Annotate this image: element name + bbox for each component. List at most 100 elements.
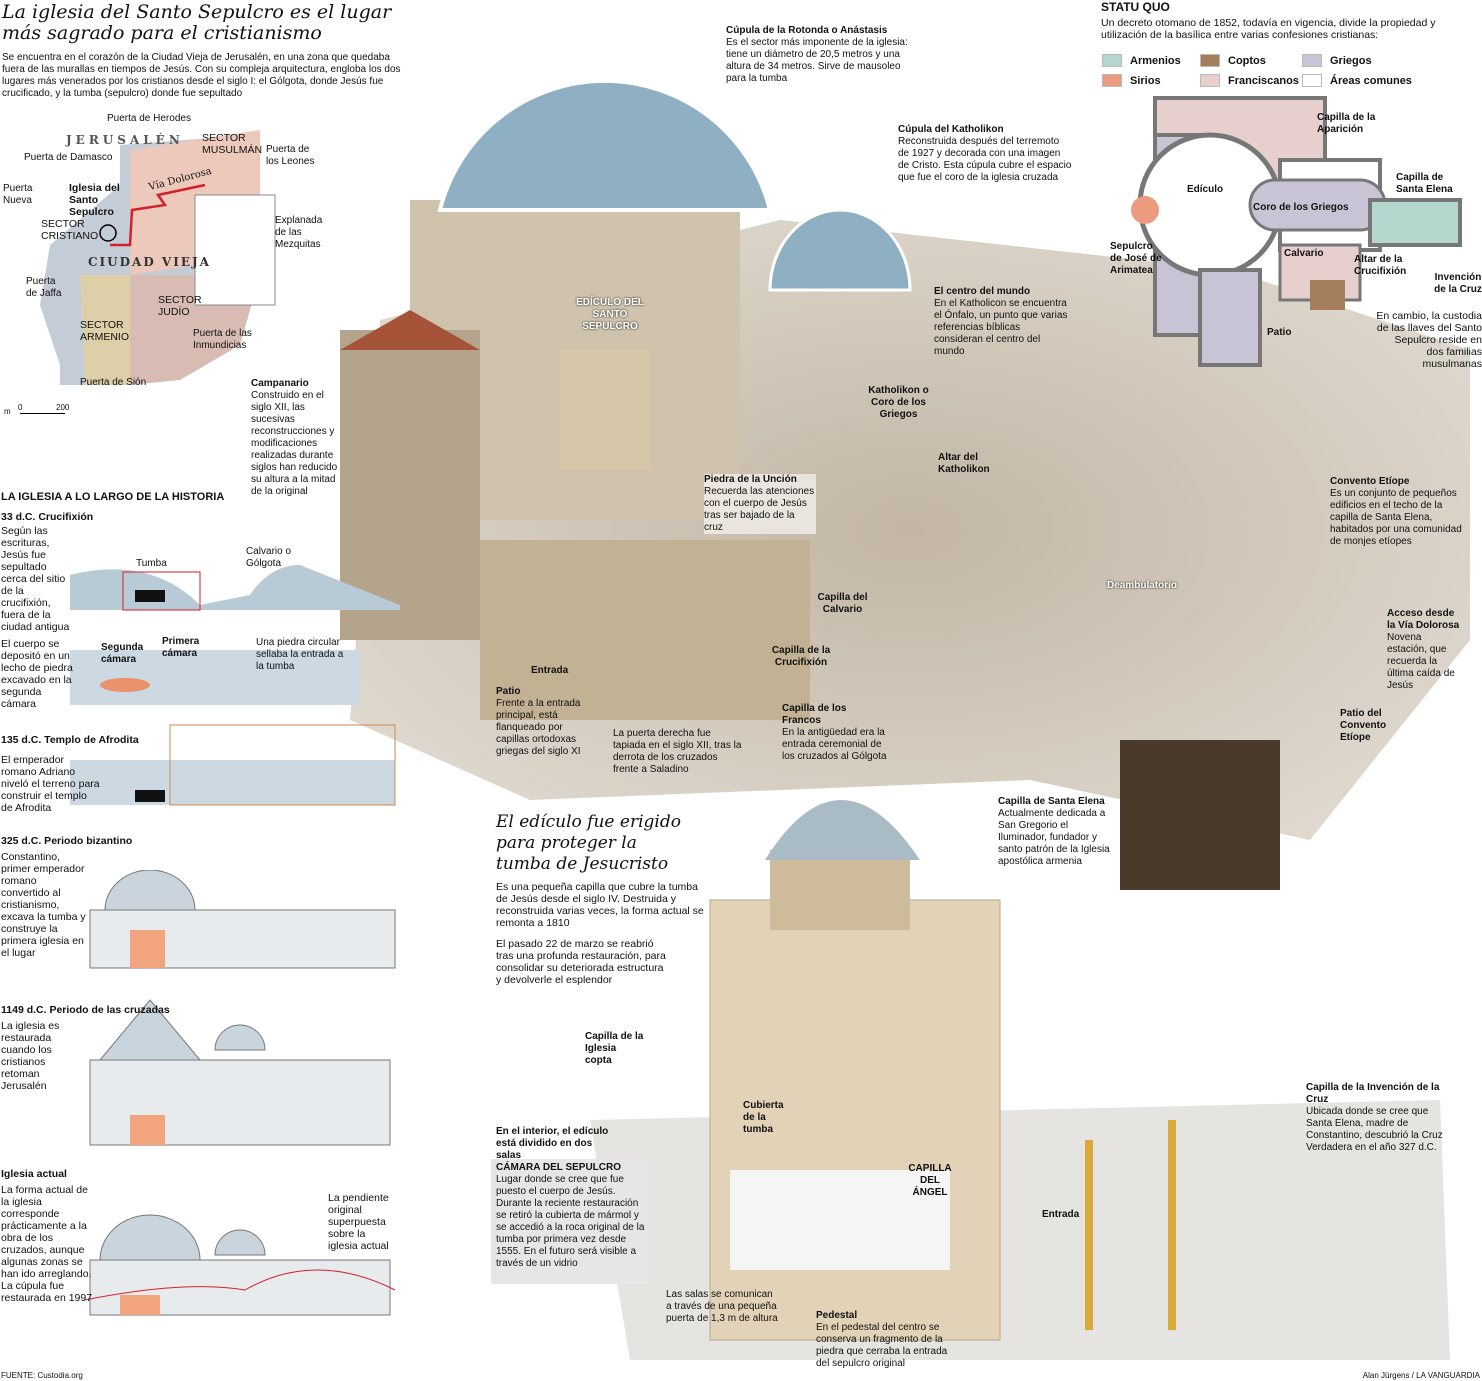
annotation-text: Cúpula de la Rotonda o Anástasis (726, 25, 888, 36)
bell-tower-roof (340, 310, 480, 350)
tomb-icon (135, 790, 165, 802)
annotation-text: Actualmente dedicada a San Gregorio el I… (998, 808, 1110, 867)
burial-bench (100, 678, 150, 692)
katholikon-dome-small (214, 1229, 266, 1256)
annotation-text: Frente a la entrada principal, está flan… (496, 698, 581, 757)
legend-franciscanos: Franciscanos (1200, 74, 1299, 87)
entrance-label: Entrada (531, 665, 569, 676)
katholikon-dome (768, 208, 912, 292)
legend-swatch (1200, 74, 1220, 87)
annotation-text: Cúpula del Katholikon (898, 124, 1004, 135)
plan-label: Edículo (1187, 184, 1224, 195)
annotation-text: Ubicada donde se cree que Santa Elena, m… (1306, 1106, 1443, 1153)
annotation-text: Capilla de la Invención de la Cruz (1306, 1082, 1440, 1105)
altar-label: Altar del Katholikon (938, 452, 990, 475)
annotation-text: Reconstruida después del terremoto de 19… (898, 136, 1072, 183)
gate-label: Puerta de Herodes (107, 113, 191, 124)
period-text: Según las escrituras, Jesús fue sepultad… (1, 525, 70, 633)
plan-label: Capilla de la Aparición (1317, 112, 1376, 135)
ethiopian-patio-label: Patio del Convento Etíope (1340, 708, 1387, 743)
church-cutaway-illustration (340, 78, 1470, 1360)
annotation-text: Recuerda las atenciones con el cuerpo de… (704, 486, 815, 533)
legend-label: Griegos (1330, 54, 1372, 67)
scale-unit: m (4, 407, 11, 416)
candle (1085, 1140, 1093, 1330)
tomb-icon (135, 590, 165, 602)
annotation-text: Patio (496, 686, 521, 697)
ambulatory-label: Deambulatorio (1107, 580, 1178, 591)
edicule-title: El edículo fue erigido para proteger la … (496, 812, 681, 874)
scale-bar (20, 413, 65, 414)
plan-armenian-area (1368, 198, 1462, 247)
plan-label: Capilla de Santa Elena (1396, 172, 1453, 195)
annotation-text: Novena estación, que recuerda la última … (1387, 632, 1455, 691)
santa-elena-chapel (1120, 740, 1280, 890)
scale-zero: 0 (18, 403, 23, 412)
legend-swatch (1200, 54, 1220, 67)
tomb-zoom-box (122, 571, 201, 611)
legend-armenios: Armenios (1102, 54, 1181, 67)
coptic-chapel-label: Capilla de la Iglesia copta (585, 1031, 644, 1066)
source-credit: FUENTE: Custodia.org (1, 1371, 83, 1380)
annotation-text: Capilla de los Francos (782, 703, 847, 726)
annotation-text: Pedestal (816, 1310, 858, 1321)
city-name: JERUSALÉN (66, 133, 184, 147)
history-diagrams-2 (85, 870, 396, 1316)
katholikon-label: Katholikon o Coro de los Griegos (868, 385, 929, 420)
period-heading: 33 d.C. Crucifixión (1, 511, 94, 523)
legend-swatch (1302, 74, 1322, 87)
plan-coptic-area (1310, 280, 1345, 310)
gate-label: Puerta de Jaffa (26, 276, 62, 299)
diagram-label: Una piedra circular sellaba la entrada a… (256, 637, 344, 672)
annotation-text: El centro del mundo (934, 286, 1031, 297)
plan-label: Sepulcro de José de Arimatea (1110, 241, 1162, 276)
annotation-text: En el pedestal del centro se conserva un… (816, 1322, 948, 1369)
period-heading: 135 d.C. Templo de Afrodita (1, 734, 139, 746)
diagram-label: Segunda cámara (101, 642, 144, 665)
tomb-section (70, 650, 360, 705)
facade (480, 540, 810, 720)
annotation-text: Es un conjunto de pequeños edificios en … (1330, 488, 1462, 547)
annotation-text: Piedra de la Unción (704, 474, 797, 485)
calvary-chapel-label: Capilla del Calvario (817, 592, 868, 615)
floor-plan (1131, 96, 1462, 367)
gate-label: Puerta de Damasco (24, 152, 113, 163)
diagram-label: Calvario o Gólgota (246, 546, 292, 569)
annotation-text: Es el sector más imponente de la iglesia… (726, 37, 908, 84)
statu-quo-text: Un decreto otomano de 1852, todavía en v… (1101, 17, 1436, 41)
edicule-label: EDÍCULO DEL SANTO SEPULCRO (576, 297, 644, 332)
plan-label: Invención de la Cruz (1434, 272, 1482, 295)
original-slope-line (85, 1269, 396, 1301)
legend-comunes: Áreas comunes (1302, 74, 1412, 87)
edicule-cupola (765, 800, 920, 860)
plan-label: Coro de los Griegos (1253, 202, 1349, 213)
period-text: El cuerpo se depositó en un lecho de pie… (1, 638, 73, 710)
period-heading: 1149 d.C. Periodo de las cruzadas (1, 1004, 170, 1016)
bell-tower (340, 330, 480, 640)
plan-label: Altar de la Crucifixión (1354, 254, 1407, 277)
legend-label: Franciscanos (1228, 74, 1299, 87)
annotation-text: En la antigüedad era la entrada ceremoni… (782, 727, 887, 762)
intro-text: Se encuentra en el corazón de la Ciudad … (2, 52, 401, 99)
sector-label: SECTOR JUDÍO (158, 294, 202, 318)
gate-label: Puerta Nueva (3, 183, 33, 206)
annotation-text: Construido en el siglo XII, las sucesiva… (251, 390, 338, 497)
candle (1168, 1120, 1176, 1330)
statu-quo-title: STATU QUO (1101, 0, 1170, 14)
tomb-highlight (120, 1295, 160, 1315)
edicule-paragraph-1: Es una pequeña capilla que cubre la tumb… (496, 881, 704, 929)
tomb-cover-label: Cubierta de la tumba (743, 1100, 784, 1135)
legend-swatch (1102, 74, 1122, 87)
gate-label: Puerta de los Leones (266, 144, 315, 167)
period-text: El emperador romano Adriano niveló el te… (1, 754, 100, 814)
edicule-small (560, 350, 650, 470)
legend-swatch (1302, 54, 1322, 67)
legend-coptos: Coptos (1200, 54, 1266, 67)
tomb-highlight (130, 1115, 165, 1145)
period-heading: 325 d.C. Periodo bizantino (1, 835, 133, 847)
